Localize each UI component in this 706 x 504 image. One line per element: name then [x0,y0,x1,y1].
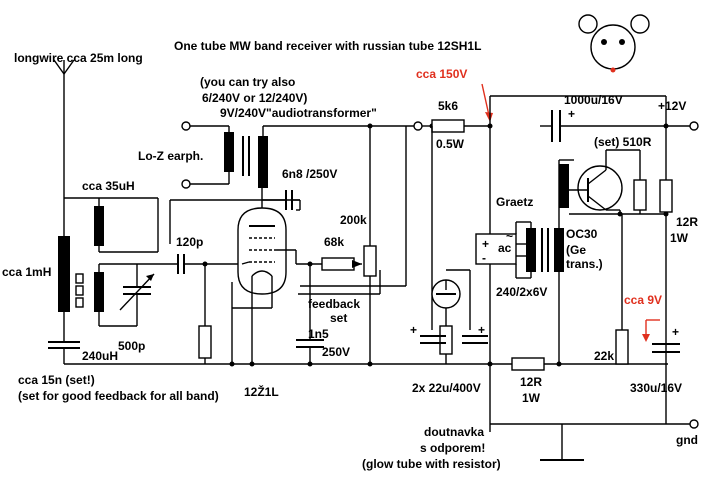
graetz-bridge [475,233,517,265]
audio-transformer-secondary [258,136,268,188]
label-earphone: Lo-Z earph. [138,149,203,163]
earphone-terminal-bottom[interactable] [181,179,191,189]
label-1000u: 1000u/16V [564,93,623,107]
label-240-2x6v: 240/2x6V [496,285,547,299]
resistor-68k [321,257,355,271]
label-bridge-minus: - [482,251,486,265]
label-330u: 330u/16V [630,381,682,395]
label-plus-330u: + [672,325,679,339]
label-bridge-tilde: ~ [506,229,513,243]
label-250v: 250V [322,345,350,359]
label-plus-22u-b: + [478,323,485,337]
potentiometer-200k [363,245,377,277]
label-35uh: cca 35uH [82,179,135,193]
label-22k: 22k [594,349,614,363]
label-12r-bottom: 12R [520,375,542,389]
label-6n8: 6n8 /250V [282,167,337,181]
label-500p: 500p [118,339,145,353]
transistor-oc30 [577,165,623,211]
label-22u: 2x 22u/400V [412,381,481,395]
label-tube: 12Ž1L [244,384,279,399]
label-glow-2: s odporem! [420,441,485,455]
label-plus-1000u: + [568,107,575,121]
glow-resistor [439,325,453,355]
label-68k: 68k [324,235,344,249]
label-plus-22u-a: + [410,323,417,337]
label-alt-transformer-2: 6/240V or 12/240V) [202,91,307,105]
label-240uh: 240uH [82,349,118,363]
label-ac: ac [498,241,512,255]
label-feedback-2: set [330,311,347,325]
resistor-510r [633,179,647,211]
label-antenna: longwire cca 25m long [14,51,143,65]
choke-1mh [58,236,70,312]
label-audiotransformer: 9V/240V"audiotransformer" [220,106,377,120]
terminal-plus12v[interactable] [689,121,699,131]
label-5k6-power: 0.5W [436,137,465,151]
power-transformer-primary [526,228,536,272]
label-glow-3: (glow tube with resistor) [362,457,501,471]
variable-cap-arrow [119,273,155,311]
label-graetz: Graetz [496,195,533,209]
label-feedback-1: feedback [308,297,360,311]
osc-coil [559,164,569,208]
label-cca9: cca 9V [624,293,662,307]
label-12r-top: 12R [676,215,698,229]
mouse-face-icon [578,14,650,73]
label-200k: 200k [340,213,367,227]
terminal-gnd[interactable] [689,419,699,429]
label-1n5: 1n5 [308,327,329,341]
antenna-icon [53,59,75,96]
label-gnd: gnd [676,433,698,447]
power-transformer-secondary [554,228,564,272]
resistor-12r-top [659,179,673,213]
label-120p: 120p [176,235,203,249]
resistor-12r-bottom [511,357,545,371]
label-feedback-note: (set for good feedback for all band) [18,389,219,403]
coil-240uh [94,272,104,312]
tube-12zh1l [237,207,287,295]
coil-35uh [94,206,104,246]
label-alt-transformer-1: (you can try also [200,75,295,89]
audio-transformer-primary [224,132,234,172]
label-oc30: OC30 [566,227,598,241]
label-ge-1: (Ge [566,243,586,257]
grid-leak-resistor [198,325,212,359]
resistor-5k6 [431,119,465,133]
label-510r: (set) 510R [594,135,652,149]
label-15n: cca 15n (set!) [18,373,95,387]
label-bridge-plus: + [482,237,489,251]
title: One tube MW band receiver with russian t… [174,39,481,53]
label-1mh: cca 1mH [2,265,51,279]
earphone-terminal-top[interactable] [181,121,191,131]
ground-icon [540,424,584,461]
label-cca150: cca 150V [416,67,467,81]
label-12r-bottom-power: 1W [522,391,541,405]
resistor-22k [615,329,629,365]
label-plus12v: +12V [658,99,686,113]
label-glow-1: doutnavka [424,425,484,439]
label-5k6: 5k6 [438,99,458,113]
label-ge-2: trans.) [566,257,603,271]
label-12r-top-power: 1W [670,231,689,245]
